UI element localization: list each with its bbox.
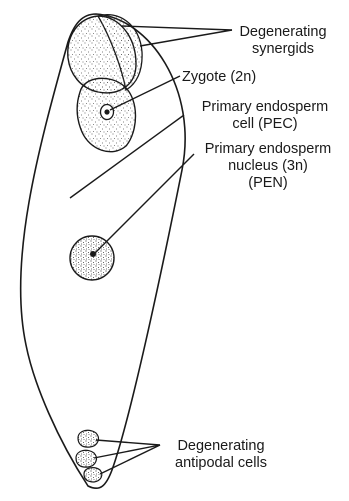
label-synergids-line2: synergids xyxy=(233,41,333,58)
leader-synergid-1 xyxy=(122,26,232,30)
label-antipodal-line1: Degenerating xyxy=(161,438,281,455)
zygote-nucleolus xyxy=(104,109,109,114)
label-degenerating-synergids: Degenerating synergids xyxy=(233,24,333,58)
label-pen-line2: nucleus (3n) xyxy=(193,158,343,175)
label-pec-line1: Primary endosperm xyxy=(190,99,340,116)
label-degenerating-antipodal-cells: Degenerating antipodal cells xyxy=(161,438,281,472)
label-zygote: Zygote (2n) xyxy=(182,69,256,86)
label-synergids-line1: Degenerating xyxy=(233,24,333,41)
antipodal-cell-2 xyxy=(76,450,96,467)
antipodal-cell-3 xyxy=(84,468,102,482)
leader-antipodal-3 xyxy=(100,445,160,474)
pen-nucleolus xyxy=(90,251,96,257)
label-pec-line2: cell (PEC) xyxy=(190,116,340,133)
label-primary-endosperm-nucleus: Primary endosperm nucleus (3n) (PEN) xyxy=(193,141,343,192)
leader-antipodal-2 xyxy=(94,445,160,458)
label-antipodal-line2: antipodal cells xyxy=(161,455,281,472)
label-pen-line3: (PEN) xyxy=(193,175,343,192)
antipodal-cell-1 xyxy=(78,430,98,447)
label-pen-line1: Primary endosperm xyxy=(193,141,343,158)
label-primary-endosperm-cell: Primary endosperm cell (PEC) xyxy=(190,99,340,133)
primary-endosperm-nucleus xyxy=(70,236,114,280)
leader-antipodal-1 xyxy=(96,440,160,445)
leader-synergid-2 xyxy=(140,30,232,46)
